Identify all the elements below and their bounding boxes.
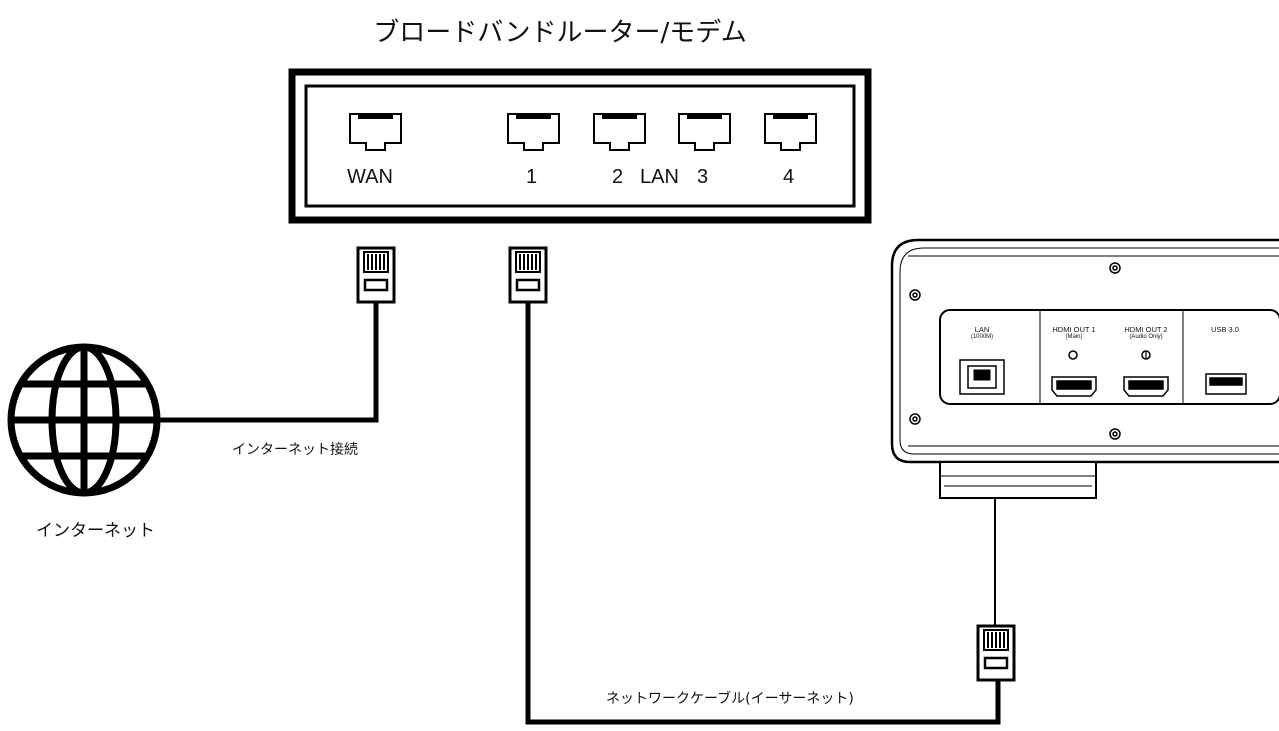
device-plug-icon bbox=[976, 624, 1016, 682]
router-ports bbox=[349, 113, 817, 151]
lan-port-3-icon bbox=[678, 113, 731, 151]
lan-plug-icon bbox=[508, 246, 548, 304]
internet-cable bbox=[158, 300, 379, 423]
device-lan-port-icon bbox=[959, 359, 1005, 395]
wan-port-icon bbox=[349, 113, 402, 151]
device-base bbox=[939, 461, 1097, 499]
screw-icon bbox=[909, 262, 1121, 440]
device-lan-label: LAN(1000M) bbox=[970, 325, 994, 341]
router-title: ブロードバンドルーター/モデム bbox=[373, 18, 747, 48]
lan-port-1-label: 1 bbox=[526, 166, 538, 188]
internet-connection-label: インターネット接続 bbox=[232, 442, 358, 458]
internet-label: インターネット bbox=[36, 521, 155, 541]
lan-port-4-label: 4 bbox=[783, 166, 795, 188]
lan-port-1-icon bbox=[507, 113, 560, 151]
lan-group-label: LAN bbox=[640, 166, 679, 188]
lan-cable bbox=[525, 300, 1001, 725]
device-usb-label: USB 3.0 bbox=[1211, 325, 1239, 334]
lan-port-2-icon bbox=[593, 113, 646, 151]
lan-port-2-label: 2 bbox=[612, 166, 624, 188]
device-hdmi2-label: HDMI OUT 2(Audio Only) bbox=[1124, 325, 1168, 341]
media-player-device bbox=[890, 238, 1279, 499]
wan-plug-icon bbox=[356, 246, 396, 304]
router-box bbox=[288, 68, 872, 224]
ethernet-cable-label: ネットワークケーブル(イーサーネット) bbox=[606, 691, 854, 707]
globe-icon bbox=[7, 343, 161, 497]
usb-port-icon bbox=[1205, 373, 1247, 395]
lan-port-4-icon bbox=[764, 113, 817, 151]
cables bbox=[158, 300, 1001, 725]
led-icon bbox=[1068, 350, 1078, 360]
hdmi-port-icon bbox=[1051, 376, 1169, 397]
wan-port-label: WAN bbox=[347, 166, 393, 188]
lan-port-3-label: 3 bbox=[697, 166, 709, 188]
device-hdmi1-label: HDMI OUT 1(Main) bbox=[1052, 325, 1096, 341]
